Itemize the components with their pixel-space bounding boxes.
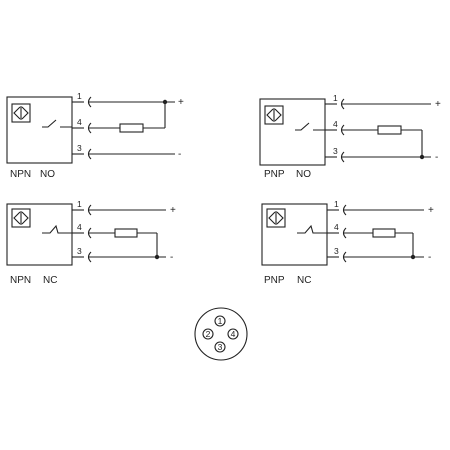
pin-label-3: 3 bbox=[333, 146, 338, 156]
connector-pin-label-1: 1 bbox=[218, 316, 223, 326]
pin-label-4: 4 bbox=[333, 119, 338, 129]
connector-pinout: 1 2 3 4 bbox=[194, 307, 248, 361]
negative-sign: - bbox=[170, 252, 173, 263]
negative-sign: - bbox=[428, 252, 431, 263]
terminal-icon bbox=[342, 204, 347, 216]
pnp-nc-diagram: 1 4 3 + - PNP NC bbox=[261, 199, 434, 286]
terminal-icon bbox=[87, 122, 92, 134]
terminal-icon bbox=[342, 251, 347, 263]
terminal-icon bbox=[87, 148, 92, 160]
pin-label-3: 3 bbox=[77, 246, 82, 256]
contact-type-label: NO bbox=[296, 169, 311, 180]
connector-outline bbox=[194, 307, 248, 361]
negative-sign: - bbox=[178, 149, 181, 160]
pin-label-1: 1 bbox=[334, 199, 339, 209]
negative-sign: - bbox=[435, 152, 438, 163]
connector-pin-label-2: 2 bbox=[206, 329, 211, 339]
output-type-label: PNP bbox=[264, 275, 285, 286]
connector-pin-1 bbox=[214, 315, 226, 327]
terminal-icon bbox=[87, 96, 92, 108]
no-switch-icon bbox=[42, 119, 72, 128]
terminal-icon bbox=[340, 124, 345, 136]
connector-pin-label-4: 4 bbox=[231, 329, 236, 339]
load-resistor-icon bbox=[119, 123, 144, 133]
connector-pin-3 bbox=[214, 341, 226, 353]
nc-switch-icon bbox=[42, 224, 72, 234]
sensor-face-icon bbox=[264, 105, 284, 125]
terminal-icon bbox=[87, 251, 92, 263]
npn-nc-diagram: 1 4 3 + - NPN NC bbox=[6, 199, 176, 286]
terminal-icon bbox=[340, 151, 345, 163]
connector-pin-label-3: 3 bbox=[218, 342, 223, 352]
pin-label-3: 3 bbox=[334, 246, 339, 256]
pin-label-1: 1 bbox=[333, 93, 338, 103]
output-type-label: NPN bbox=[10, 275, 31, 286]
contact-type-label: NO bbox=[40, 169, 55, 180]
positive-sign: + bbox=[178, 97, 184, 108]
sensor-face-icon bbox=[11, 103, 31, 123]
sensor-face-icon bbox=[11, 208, 31, 228]
pin-label-4: 4 bbox=[334, 222, 339, 232]
positive-sign: + bbox=[170, 205, 176, 216]
load-resistor-icon bbox=[114, 228, 138, 238]
pin-label-1: 1 bbox=[77, 199, 82, 209]
connector-pin-4 bbox=[227, 328, 239, 340]
no-switch-icon bbox=[295, 122, 325, 131]
load-resistor-icon bbox=[377, 125, 402, 135]
positive-sign: + bbox=[435, 99, 441, 110]
terminal-icon bbox=[340, 98, 345, 110]
contact-type-label: NC bbox=[43, 275, 57, 286]
sensor-body bbox=[6, 203, 73, 266]
npn-no-diagram: 1 4 3 + - NPN NO bbox=[6, 91, 184, 180]
pin-label-4: 4 bbox=[77, 117, 82, 127]
sensor-body bbox=[261, 203, 328, 266]
pin-label-1: 1 bbox=[77, 91, 82, 101]
contact-type-label: NC bbox=[297, 275, 311, 286]
terminal-icon bbox=[342, 227, 347, 239]
sensor-body bbox=[259, 98, 326, 166]
terminal-icon bbox=[87, 227, 92, 239]
output-type-label: NPN bbox=[10, 169, 31, 180]
pnp-no-diagram: 1 4 3 + - PNP NO bbox=[259, 93, 441, 180]
terminal-icon bbox=[87, 204, 92, 216]
sensor-face-icon bbox=[266, 208, 286, 228]
sensor-body bbox=[6, 96, 73, 164]
pin-label-3: 3 bbox=[77, 143, 82, 153]
nc-switch-icon bbox=[297, 224, 327, 234]
connector-pin-2 bbox=[202, 328, 214, 340]
positive-sign: + bbox=[428, 205, 434, 216]
load-resistor-icon bbox=[372, 228, 396, 238]
output-type-label: PNP bbox=[264, 169, 285, 180]
pin-label-4: 4 bbox=[77, 222, 82, 232]
